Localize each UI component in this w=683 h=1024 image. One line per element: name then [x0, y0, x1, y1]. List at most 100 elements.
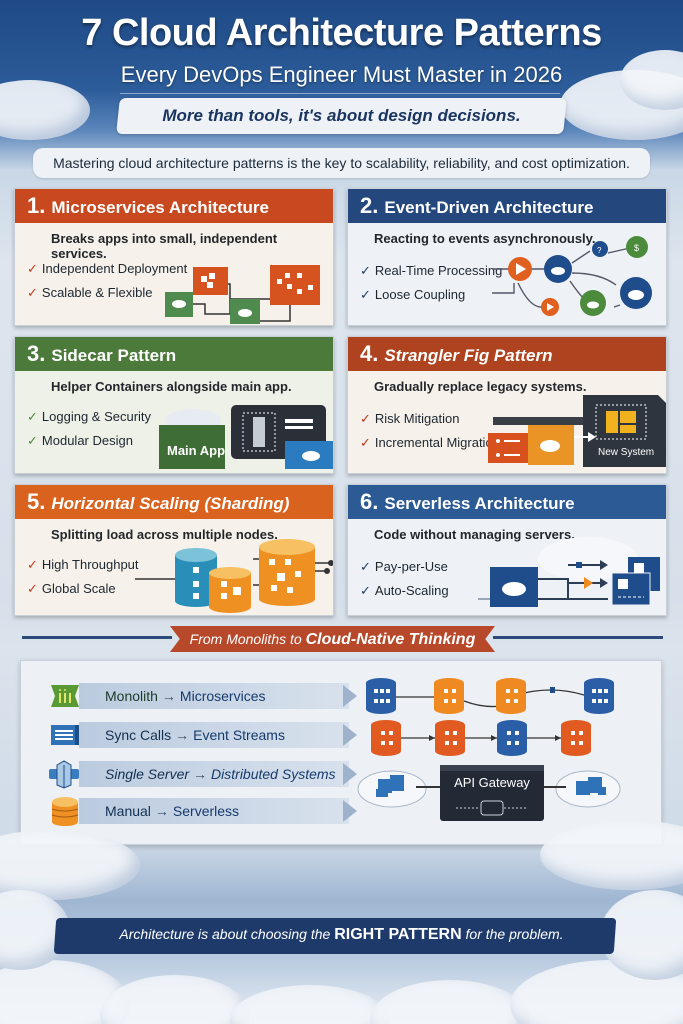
card-description: Reacting to events asynchronously. — [374, 231, 596, 246]
page-title: 7 Cloud Architecture Patterns — [81, 12, 602, 54]
check-icon: ✓ — [27, 557, 38, 572]
check-icon: ✓ — [27, 581, 38, 596]
benefit-list: ✓Independent Deployment ✓Scalable & Flex… — [27, 261, 187, 309]
benefit-item: ✓Independent Deployment — [27, 261, 188, 276]
shift-text: Manual→Serverless — [105, 803, 240, 819]
api-gateway-diagram: API Gateway — [356, 761, 621, 823]
microservices-db-chain-icon — [366, 675, 616, 715]
cloud-decoration — [230, 985, 390, 1024]
check-icon: ✓ — [27, 261, 38, 276]
intro-banner: Mastering cloud architecture patterns is… — [33, 148, 650, 178]
card-title: Event-Driven Architecture — [384, 198, 594, 217]
card-description: Gradually replace legacy systems. — [374, 379, 587, 394]
card-title: Serverless Architecture — [384, 494, 575, 513]
shift-text: Monolith→Microservices — [105, 688, 266, 704]
event-flow-diagram-icon: ? $ — [490, 233, 660, 323]
card-header: 2. Event-Driven Architecture — [348, 189, 666, 223]
pattern-card-strangler-fig: 4. Strangler Fig Pattern Gradually replac… — [347, 336, 667, 474]
benefit-item: ✓Auto-Scaling — [360, 583, 449, 598]
card-number: 5. — [27, 489, 46, 514]
cloud-decoration — [540, 820, 683, 890]
api-gateway-label: API Gateway — [454, 775, 530, 790]
benefit-list: ✓Pay-per-Use ✓Auto-Scaling — [360, 559, 449, 607]
card-header: 4. Strangler Fig Pattern — [348, 337, 666, 371]
benefit-item: ✓Global Scale — [27, 581, 116, 596]
sharded-databases-icon — [135, 537, 333, 615]
card-number: 4. — [360, 341, 379, 366]
benefit-item: ✓Scalable & Flexible — [27, 285, 153, 300]
check-icon: ✓ — [360, 583, 371, 598]
card-header: 5.Horizontal Scaling (Sharding) — [15, 485, 333, 519]
shift-band — [79, 683, 349, 709]
divider — [120, 93, 560, 94]
pattern-card-event-driven: 2. Event-Driven Architecture Reacting to … — [347, 188, 667, 326]
banner-prefix: From Monoliths to — [189, 631, 302, 647]
card-number: 1. — [27, 193, 46, 218]
check-icon: ✓ — [360, 287, 371, 302]
shift-row: Single Server→Distributed Systems — [39, 759, 357, 789]
card-header: 3.Sidecar Pattern — [15, 337, 333, 371]
arrow-right-icon — [343, 763, 357, 785]
card-header: 6. Serverless Architecture — [348, 485, 666, 519]
card-description: Splitting load across multiple nodes. — [51, 527, 278, 542]
benefit-list: ✓Logging & Security ✓Modular Design — [27, 409, 151, 457]
benefit-item: ✓Logging & Security — [27, 409, 152, 424]
sidecar-diagram-icon: Main App — [155, 399, 333, 471]
main-app-label: Main App — [167, 443, 226, 458]
check-icon: ✓ — [27, 285, 38, 300]
arrow-right-icon — [343, 800, 357, 822]
tagline: More than tools, it's about design decis… — [162, 106, 521, 125]
check-icon: ✓ — [360, 411, 371, 426]
benefit-list: ✓Real-Time Processing ✓Loose Coupling — [360, 263, 502, 311]
benefit-item: ✓Real-Time Processing — [360, 263, 503, 278]
card-title: Strangler Fig Pattern — [384, 346, 553, 365]
check-icon: ✓ — [360, 559, 371, 574]
shift-row: Monolith→Microservices — [39, 681, 357, 711]
check-icon: ✓ — [27, 409, 38, 424]
document-lines-icon — [51, 723, 79, 752]
divider — [493, 636, 663, 639]
new-system-label: New System — [598, 447, 655, 458]
divider — [22, 636, 172, 639]
serverless-diagram-icon — [478, 533, 663, 615]
monolith-icon — [51, 683, 79, 714]
benefit-item: ✓Loose Coupling — [360, 287, 466, 302]
database-icon — [51, 796, 79, 831]
microservices-diagram-icon — [165, 259, 330, 324]
cloud-decoration — [370, 980, 530, 1024]
benefit-list: ✓High Throughput ✓Global Scale — [27, 557, 139, 605]
strangler-fig-diagram-icon: New System — [488, 389, 666, 471]
benefit-item: ✓High Throughput — [27, 557, 139, 572]
event-stream-db-chain-icon — [371, 719, 621, 757]
shift-panel: Monolith→Microservices Sync Calls→Event … — [20, 660, 662, 845]
card-title: Microservices Architecture — [51, 198, 269, 217]
footer-message: Architecture is about choosing the RIGHT… — [119, 926, 564, 943]
shift-band — [79, 761, 349, 787]
card-title: Sidecar Pattern — [51, 346, 177, 365]
benefit-item: ✓Modular Design — [27, 433, 133, 448]
benefit-list: ✓Risk Mitigation ✓Incremental Migration — [360, 411, 500, 459]
svg-text:?: ? — [597, 246, 602, 255]
cloud-decoration — [0, 830, 140, 900]
check-icon: ✓ — [360, 263, 371, 278]
shift-text: Single Server→Distributed Systems — [105, 766, 336, 782]
card-header: 1. Microservices Architecture — [15, 189, 333, 223]
benefit-item: ✓Incremental Migration — [360, 435, 500, 450]
shift-band — [79, 798, 349, 824]
card-number: 6. — [360, 489, 379, 514]
check-icon: ✓ — [27, 433, 38, 448]
header: 7 Cloud Architecture Patterns Every DevO… — [0, 0, 683, 140]
shift-row: Manual→Serverless — [39, 796, 357, 826]
cloud-decoration — [100, 975, 250, 1024]
benefit-item: ✓Pay-per-Use — [360, 559, 448, 574]
page-subtitle: Every DevOps Engineer Must Master in 202… — [120, 62, 563, 87]
card-description: Breaks apps into small, independent serv… — [51, 231, 278, 261]
pattern-card-microservices: 1. Microservices Architecture Breaks apps… — [14, 188, 334, 326]
card-number: 2. — [360, 193, 379, 218]
svg-text:$: $ — [634, 243, 639, 253]
cloud-decoration — [620, 50, 683, 110]
shift-band — [79, 722, 349, 748]
card-description: Code without managing servers. — [374, 527, 575, 542]
section-banner: From Monoliths to Cloud-Native Thinking — [170, 626, 495, 652]
arrow-right-icon — [343, 685, 357, 707]
